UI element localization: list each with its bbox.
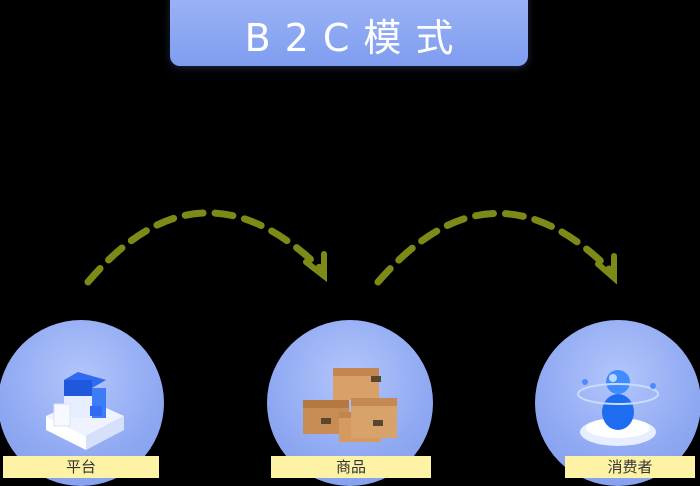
label-platform: 平台	[3, 456, 159, 478]
person-orb-icon	[577, 370, 659, 446]
arrowhead-consumer	[595, 253, 617, 285]
cardboard-boxes-icon	[303, 368, 397, 442]
arrowhead-goods	[303, 251, 327, 283]
building-blocks-icon	[46, 372, 124, 450]
arrow-platform-to-goods	[84, 209, 326, 286]
page-title: B2C模式	[244, 15, 468, 60]
label-goods: 商品	[271, 456, 431, 478]
title-banner: B2C模式	[170, 0, 528, 66]
arrow-goods-to-consumer	[374, 210, 616, 286]
flow-arrows	[84, 209, 617, 286]
label-consumer: 消费者	[565, 456, 695, 478]
